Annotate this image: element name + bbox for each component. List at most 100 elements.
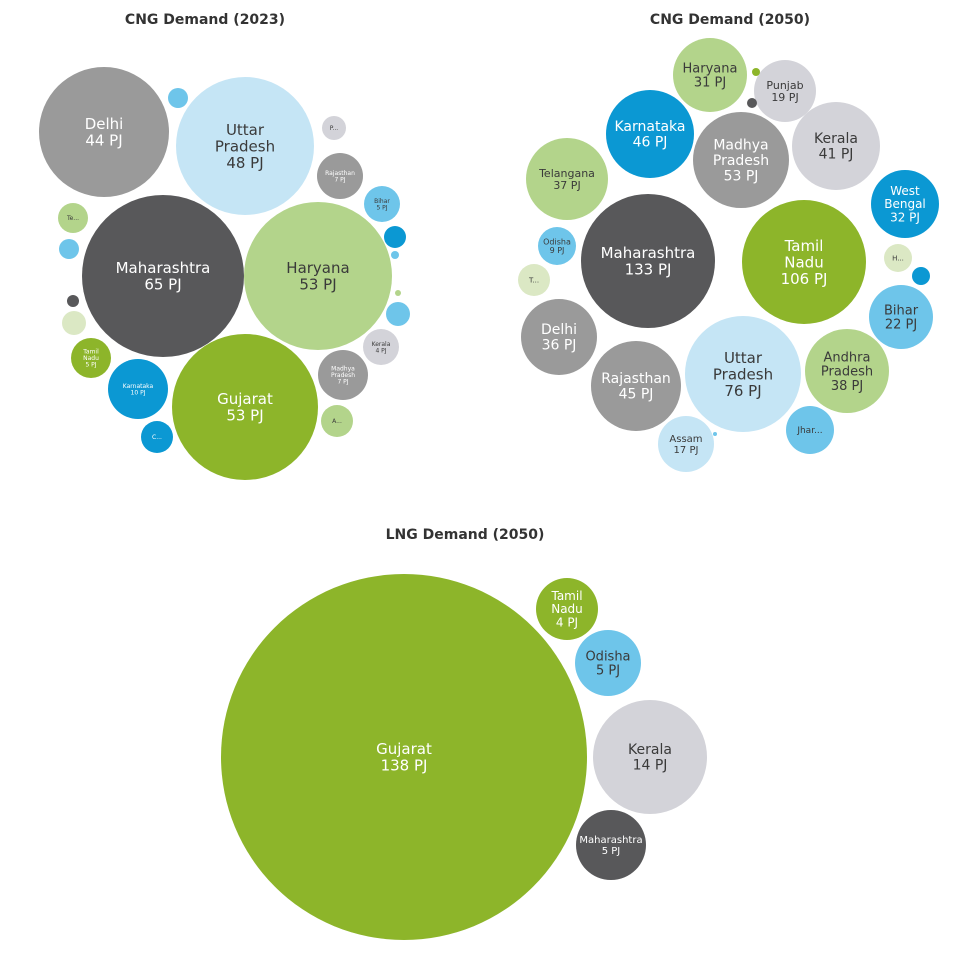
bubble-unlabeled: [67, 295, 79, 307]
bubble-label-value: 22 PJ: [885, 318, 917, 333]
bubble-label-name: Telangana: [538, 167, 595, 180]
bubble-label-value: 4 PJ: [375, 347, 386, 354]
bubble-label-name: P...: [330, 125, 338, 132]
bubble-karnataka: [108, 359, 168, 419]
bubble-unlabeled: [386, 302, 410, 326]
bubble-bihar: [364, 186, 400, 222]
bubble-label-value: 46 PJ: [633, 135, 668, 151]
bubble-karnataka: [606, 90, 694, 178]
bubble-unlabeled: [59, 239, 79, 259]
bubble-delhi: [39, 67, 169, 197]
bubble-label-name: Kerala: [628, 742, 672, 758]
bubble-te: [58, 203, 88, 233]
bubble-label-name: Pradesh: [713, 153, 769, 169]
bubble-unlabeled: [384, 226, 406, 248]
bubble-label-value: 19 PJ: [771, 91, 798, 104]
bubble-delhi: [521, 299, 597, 375]
bubble-label-value: 53 PJ: [299, 276, 336, 294]
bubble-punjab: [754, 60, 816, 122]
bubble-h: [884, 244, 912, 272]
bubble-label-name: C...: [152, 434, 162, 441]
bubble-label-name: Punjab: [766, 79, 803, 92]
bubble-tamil-nadu: [536, 578, 598, 640]
bubble-kerala: [593, 700, 707, 814]
bubble-label-name: Pradesh: [331, 372, 355, 379]
bubble-gujarat: [221, 574, 587, 940]
bubble-label-value: 38 PJ: [831, 379, 863, 394]
bubble-label-name: Bihar: [374, 198, 390, 205]
bubble-label-name: Uttar: [226, 121, 265, 139]
bubble-label-name: Kerala: [814, 131, 858, 147]
bubble-label-name: Nadu: [784, 253, 823, 271]
bubble-label-name: Tamil: [784, 237, 824, 255]
chart-title-lng-2050: LNG Demand (2050): [386, 527, 545, 543]
bubble-label-name: Assam: [669, 434, 702, 445]
bubble-label-name: Nadu: [551, 602, 583, 616]
bubble-label-name: Tamil: [82, 349, 99, 356]
bubble-rajasthan: [317, 153, 363, 199]
bubble-unlabeled: [752, 68, 760, 76]
bubble-label-name: Rajasthan: [601, 371, 671, 387]
bubble-a: [321, 405, 353, 437]
bubble-label-name: Pradesh: [215, 137, 275, 155]
bubble-label-value: 10 PJ: [131, 389, 146, 396]
bubble-label-value: 44 PJ: [85, 132, 122, 150]
bubble-label-value: 36 PJ: [542, 338, 577, 354]
bubble-c: [141, 421, 173, 453]
bubble-unlabeled: [912, 267, 930, 285]
bubble-label-name: Gujarat: [376, 740, 432, 758]
bubble-rajasthan: [591, 341, 681, 431]
bubble-label: A...: [332, 418, 342, 425]
bubble-label: Jhar...: [796, 426, 822, 436]
bubble-kerala: [792, 102, 880, 190]
bubble-label-value: 4 PJ: [556, 615, 578, 629]
bubble-label-value: 65 PJ: [144, 276, 181, 294]
bubble-label-value: 7 PJ: [334, 176, 345, 183]
bubble-unlabeled: [62, 311, 86, 335]
bubble-west-bengal: [871, 170, 939, 238]
bubble-madhya-pradesh: [318, 350, 368, 400]
bubble-label-value: 106 PJ: [781, 270, 828, 288]
bubble-label-name: Maharashtra: [601, 244, 696, 262]
bubble-bihar: [869, 285, 933, 349]
bubble-gujarat: [172, 334, 318, 480]
bubble-label-name: Gujarat: [217, 390, 273, 408]
bubble-label-value: 48 PJ: [226, 154, 263, 172]
bubble-label-value: 45 PJ: [619, 387, 654, 403]
bubble-label-value: 7 PJ: [337, 379, 348, 386]
chart-title-cng-2050: CNG Demand (2050): [650, 12, 810, 28]
bubble-haryana: [673, 38, 747, 112]
bubble-tamil-nadu: [71, 338, 111, 378]
bubble-unlabeled: [713, 432, 717, 436]
bubble-label-name: Karnataka: [615, 119, 686, 135]
bubble-label-name: Pradesh: [713, 365, 773, 383]
bubble-label: H...: [892, 254, 904, 262]
bubble-label-value: 32 PJ: [890, 210, 920, 224]
bubble-label-value: 138 PJ: [381, 757, 428, 775]
bubble-label: Te...: [66, 215, 79, 222]
bubble-maharashtra: [581, 194, 715, 328]
bubble-label-name: Bengal: [884, 197, 926, 211]
bubble-label: C...: [152, 434, 162, 441]
bubble-madhya-pradesh: [693, 112, 789, 208]
bubble-label-name: Odisha: [543, 237, 571, 246]
bubble-label-name: Madhya: [713, 138, 768, 154]
